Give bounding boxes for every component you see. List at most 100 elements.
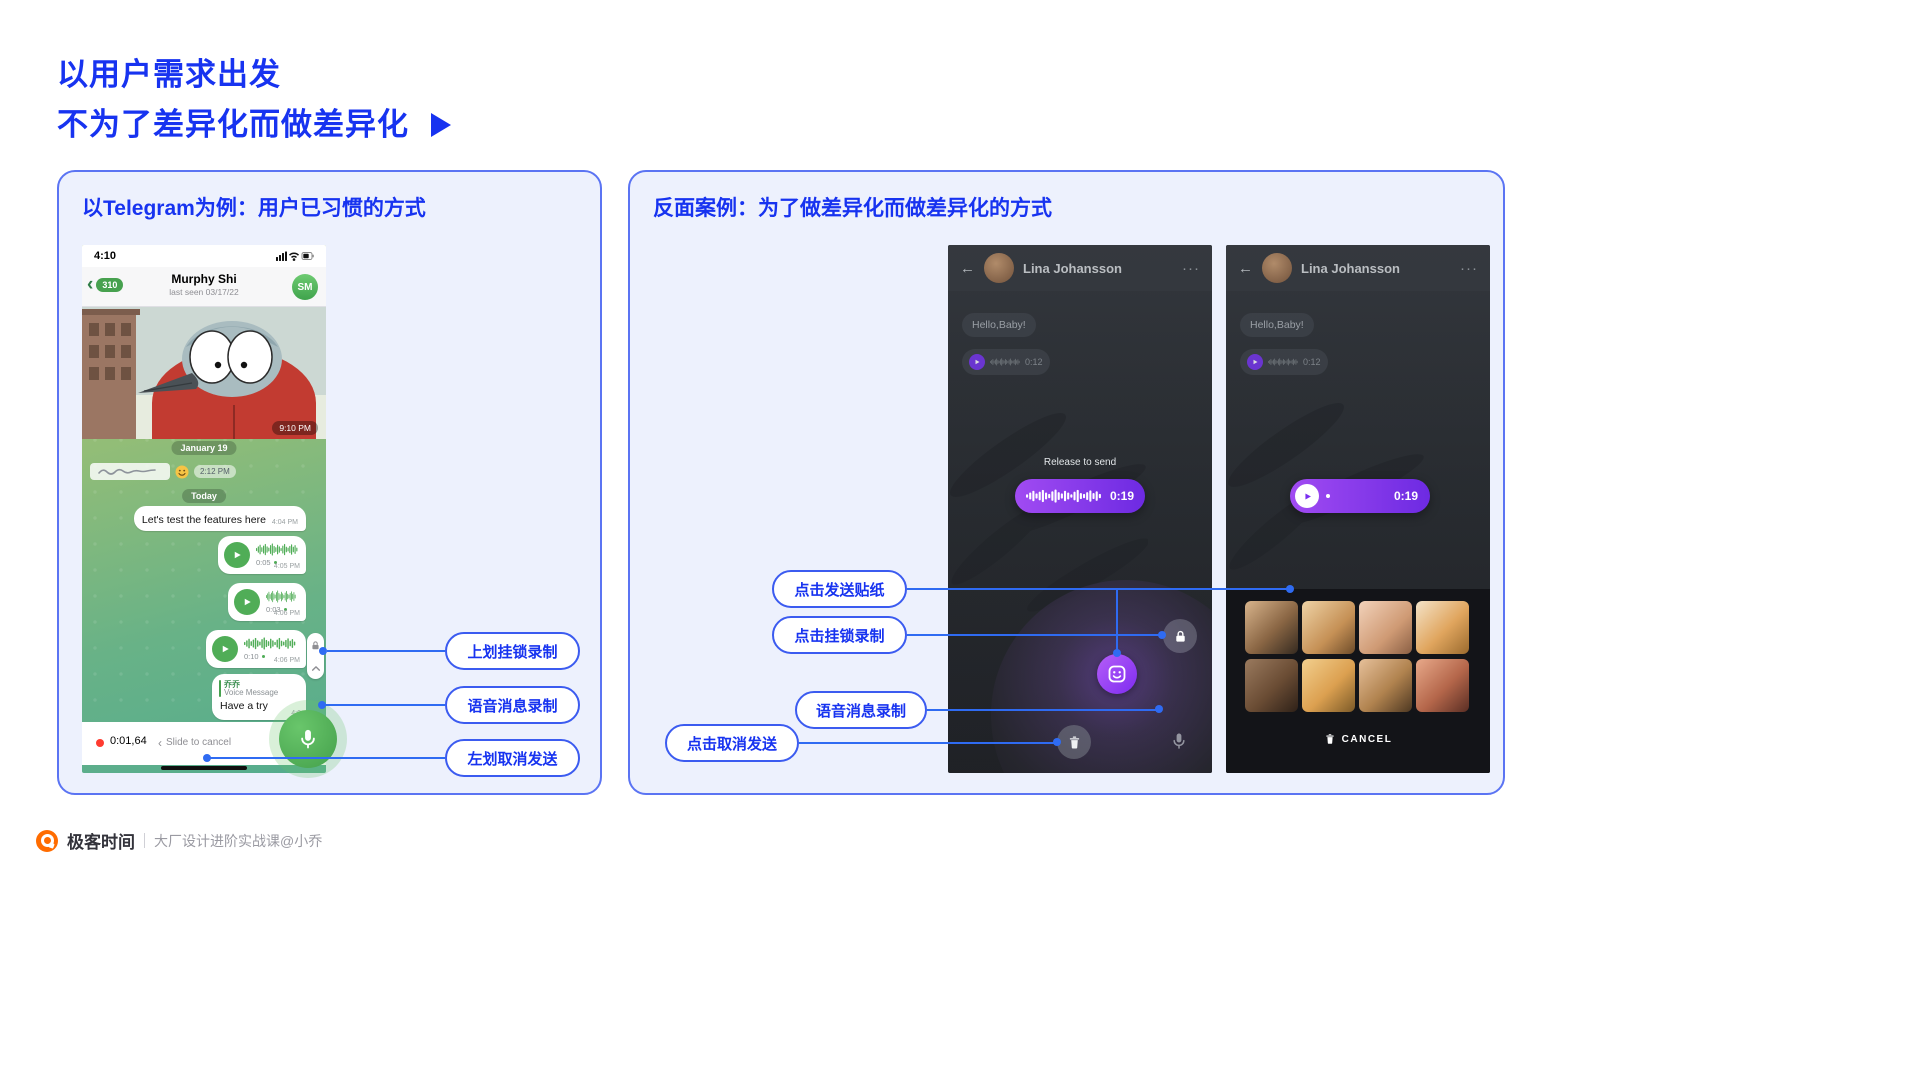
voice-play-button[interactable] bbox=[212, 636, 238, 662]
callout-voice-record: 语音消息录制 bbox=[445, 686, 580, 724]
sticker-tile[interactable] bbox=[1245, 601, 1298, 654]
voice-play-button[interactable] bbox=[234, 589, 260, 615]
sticker-message-row: 2:12 PM bbox=[90, 463, 236, 480]
voice-message-bubble: 0:05 4:05 PM bbox=[218, 536, 306, 574]
mic-icon bbox=[1170, 732, 1188, 755]
recording-dot bbox=[96, 739, 104, 747]
back-arrow-icon[interactable]: ← bbox=[960, 260, 975, 277]
avatar[interactable] bbox=[984, 253, 1014, 283]
callout-swipe-left-cancel: 左划取消发送 bbox=[445, 739, 580, 777]
callout-tap-lock-record: 点击挂锁录制 bbox=[772, 616, 907, 654]
connector-line bbox=[1116, 588, 1118, 652]
connector-line bbox=[907, 588, 1290, 590]
sticker-panel: CANCEL bbox=[1226, 589, 1490, 773]
photo-timestamp: 9:10 PM bbox=[272, 421, 318, 435]
status-bar: 4:10 bbox=[82, 245, 326, 267]
recording-timer: 0:19 bbox=[1109, 489, 1134, 503]
home-indicator bbox=[161, 766, 247, 770]
text-message-bubble: Hello,Baby! bbox=[1240, 313, 1314, 337]
slide-title-block: 以用户需求出发 不为了差异化而做差异化 bbox=[57, 50, 451, 150]
sticker-tile[interactable] bbox=[1302, 601, 1355, 654]
panel-title: 反面案例：为了做差异化而做差异化的方式 bbox=[653, 197, 1052, 220]
course-name: 大厂设计进阶实战课@小乔 bbox=[154, 832, 323, 849]
message-text: Have a try bbox=[220, 700, 268, 712]
sticker-grid bbox=[1245, 601, 1469, 712]
connector-dot bbox=[1053, 738, 1061, 746]
connector-dot bbox=[318, 701, 326, 709]
unread-count-badge: 310 bbox=[96, 278, 124, 292]
play-icon bbox=[241, 596, 253, 608]
voice-message-bubble: 0:12 bbox=[1240, 349, 1328, 375]
connector-dot bbox=[1158, 631, 1166, 639]
back-button[interactable]: ‹ 310 bbox=[87, 275, 124, 294]
sticker-smiley-icon bbox=[1107, 664, 1127, 684]
sticker-tile[interactable] bbox=[1302, 659, 1355, 712]
sticker-tile[interactable] bbox=[1416, 601, 1469, 654]
sticker-tile[interactable] bbox=[1416, 659, 1469, 712]
page-title-line2: 不为了差异化而做差异化 bbox=[57, 107, 409, 142]
message-time: 4:05 PM bbox=[273, 563, 300, 570]
recording-timer: 0:19 bbox=[1393, 489, 1418, 503]
chat-header: ← Lina Johansson ··· bbox=[1226, 245, 1490, 291]
page-title-line1: 以用户需求出发 bbox=[57, 57, 281, 92]
slide-to-cancel[interactable]: ‹ Slide to cancel bbox=[158, 735, 232, 750]
chat-header: ‹ 310 Murphy Shi last seen 03/17/22 SM bbox=[82, 267, 326, 307]
recorded-voice-pill: 0:19 bbox=[1290, 479, 1430, 513]
callout-tap-send-sticker: 点击发送贴纸 bbox=[772, 570, 907, 608]
unheard-dot bbox=[261, 655, 265, 658]
contact-name: Murphy Shi bbox=[171, 272, 237, 286]
callout-voice-record: 语音消息录制 bbox=[795, 691, 927, 729]
geektime-logo-icon bbox=[36, 829, 58, 852]
negative-phone-recording: ← Lina Johansson ··· Hello,Baby! 0:12 bbox=[948, 245, 1212, 773]
play-triangle-icon bbox=[431, 113, 451, 137]
play-icon bbox=[219, 643, 231, 655]
mic-record-button[interactable] bbox=[279, 710, 337, 768]
voice-play-button[interactable] bbox=[224, 542, 250, 568]
voice-message-bubble: 0:10 4:06 PM bbox=[206, 630, 306, 668]
laughing-emoji-icon bbox=[175, 465, 189, 479]
callout-tap-cancel-send: 点击取消发送 bbox=[665, 724, 799, 762]
voice-duration: 0:10 bbox=[244, 652, 259, 661]
more-options-icon[interactable]: ··· bbox=[1182, 260, 1200, 277]
scribble-sticker[interactable] bbox=[90, 463, 170, 480]
date-separator: January 19 bbox=[171, 441, 237, 455]
release-to-send-hint: Release to send bbox=[1043, 457, 1117, 468]
cancel-button[interactable]: CANCEL bbox=[1226, 733, 1490, 745]
lock-record-button[interactable] bbox=[1163, 619, 1197, 653]
scribble-icon bbox=[95, 466, 165, 478]
contact-name: Lina Johansson bbox=[1301, 261, 1451, 276]
footer: 极客时间 大厂设计进阶实战课@小乔 bbox=[36, 828, 322, 853]
text-message-bubble: Let's test the features here 4:04 PM bbox=[133, 506, 306, 531]
sticker-tile[interactable] bbox=[1359, 659, 1412, 712]
more-options-icon[interactable]: ··· bbox=[1460, 260, 1478, 277]
unheard-dot bbox=[273, 561, 277, 564]
play-icon bbox=[1302, 491, 1313, 502]
sticker-tile[interactable] bbox=[1245, 659, 1298, 712]
photo-message[interactable] bbox=[82, 307, 326, 439]
send-sticker-button[interactable] bbox=[1097, 654, 1137, 694]
message-text: Let's test the features here bbox=[141, 514, 266, 526]
date-separator: Today bbox=[182, 489, 226, 503]
connector-line bbox=[799, 742, 1057, 744]
voice-play-button[interactable] bbox=[1247, 354, 1263, 370]
sticker-tile[interactable] bbox=[1359, 601, 1412, 654]
telegram-example-panel: 以Telegram为例：用户已习惯的方式 4:10 bbox=[57, 170, 602, 795]
panel-title: 以Telegram为例：用户已习惯的方式 bbox=[82, 197, 426, 220]
mic-icon bbox=[297, 728, 319, 750]
waveform bbox=[1026, 489, 1102, 503]
connector-line bbox=[322, 704, 445, 706]
connector-dot bbox=[1286, 585, 1294, 593]
reply-quote-label: Voice Message bbox=[224, 688, 279, 697]
record-lock-control[interactable] bbox=[307, 633, 324, 679]
connector-line bbox=[207, 757, 445, 759]
back-arrow-icon[interactable]: ← bbox=[1238, 260, 1253, 277]
telegram-phone-screenshot: 4:10 ‹ 310 bbox=[82, 245, 326, 773]
message-time: 4:06 PM bbox=[273, 657, 300, 664]
negative-phone-stickers: ← Lina Johansson ··· Hello,Baby! 0:12 bbox=[1226, 245, 1490, 773]
cancel-trash-button[interactable] bbox=[1057, 725, 1091, 759]
play-preview-button[interactable] bbox=[1295, 484, 1319, 508]
avatar[interactable]: SM bbox=[292, 274, 318, 300]
footer-divider bbox=[144, 833, 145, 848]
voice-play-button[interactable] bbox=[969, 354, 985, 370]
avatar[interactable] bbox=[1262, 253, 1292, 283]
